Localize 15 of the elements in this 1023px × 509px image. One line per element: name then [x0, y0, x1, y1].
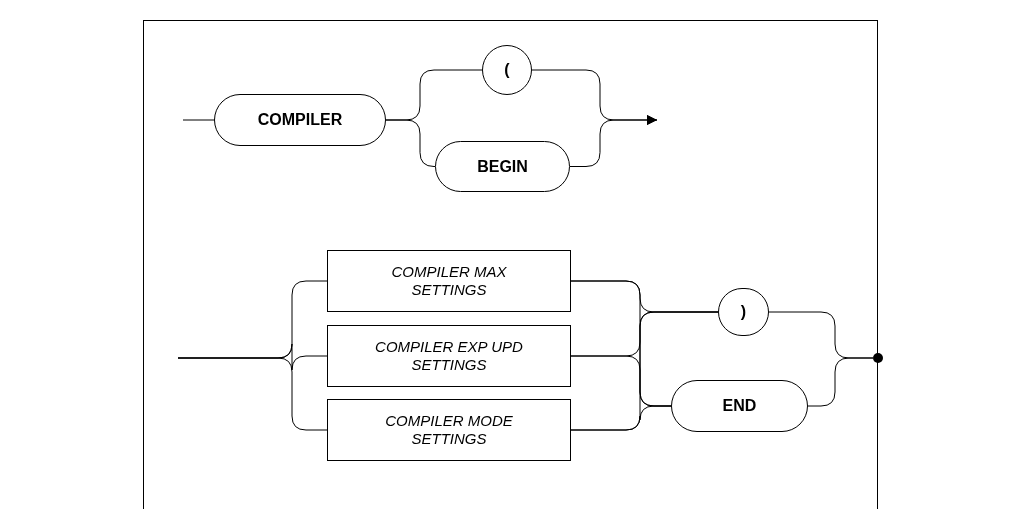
keyword-circle: (: [482, 45, 532, 95]
keyword-circle: ): [718, 288, 769, 336]
syntax-box: COMPILER MODE SETTINGS: [327, 399, 571, 461]
arrow: [569, 115, 658, 167]
syntax-box: COMPILER MAX SETTINGS: [327, 250, 571, 312]
connector-line: [385, 119, 436, 167]
keyword-pill: END: [671, 380, 808, 432]
end-dot: [873, 353, 883, 363]
keyword-pill: BEGIN: [435, 141, 570, 192]
connector-line: [807, 357, 874, 407]
keyword-pill: COMPILER: [214, 94, 386, 146]
connector-line: [182, 119, 215, 121]
syntax-box: COMPILER EXP UPD SETTINGS: [327, 325, 571, 387]
connector-line: [570, 405, 672, 431]
connector-line: [177, 357, 328, 431]
